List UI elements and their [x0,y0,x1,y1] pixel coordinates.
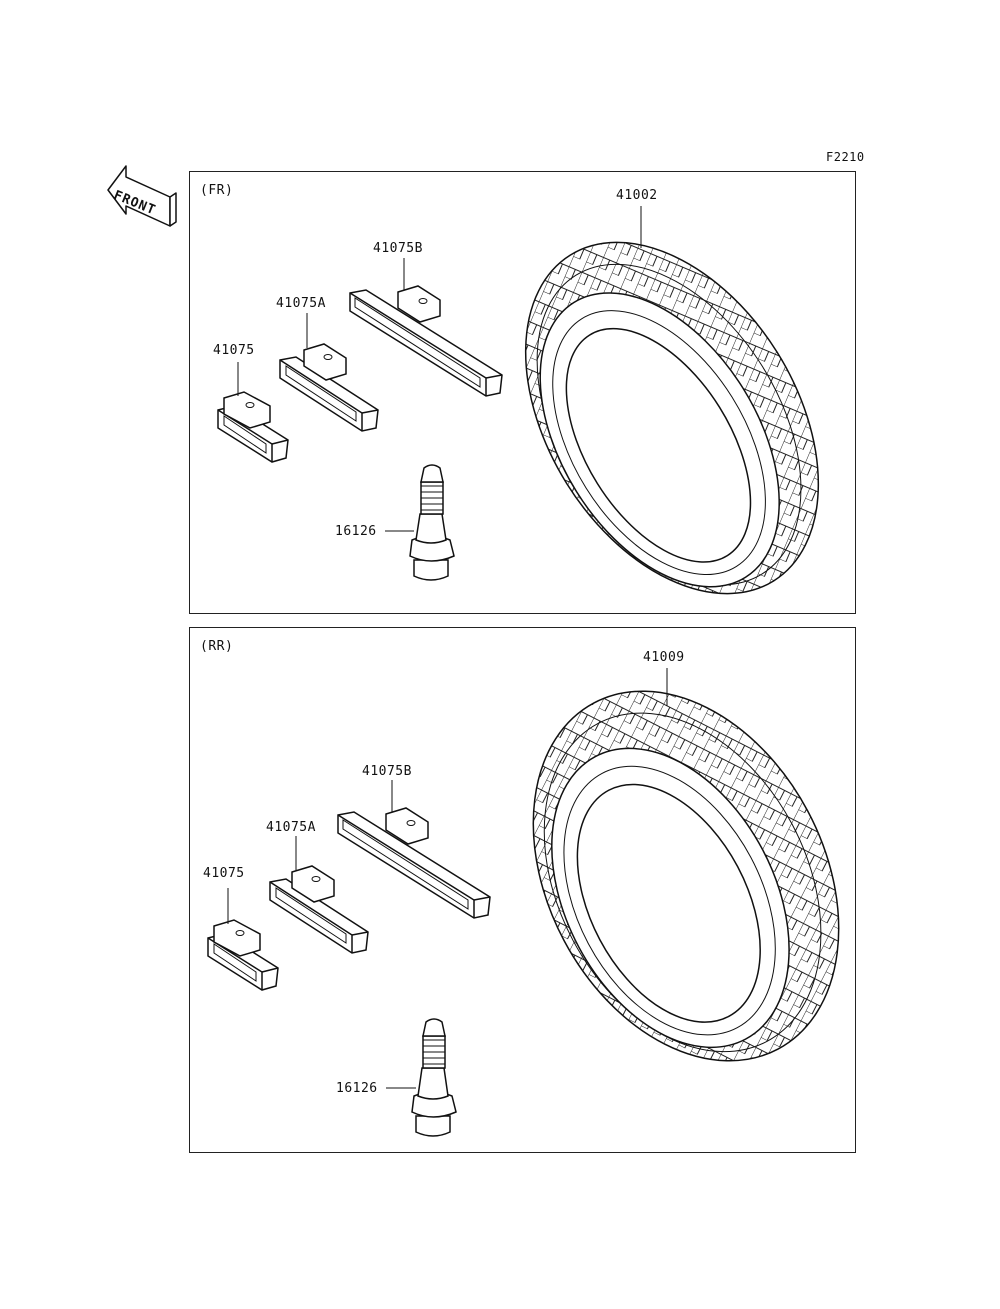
wheel-weight-a-icon [279,343,379,432]
part-number-tire-front: 41002 [616,188,658,203]
section-label-front: (FR) [200,183,234,198]
part-number-weight-rear: 41075 [203,866,245,881]
valve-rear-icon [411,1018,457,1137]
figure-code: F2210 [826,150,865,164]
part-number-valve-rear: 16126 [336,1081,378,1096]
rear-wheel-panel [189,627,856,1153]
valve-icon [409,464,455,581]
front-tire-icon [524,241,820,595]
part-number-weight-a-rear: 41075A [266,820,316,835]
part-number-weight-b-rear: 41075B [362,764,412,779]
part-number-valve-front: 16126 [335,524,377,539]
part-number-weight-front: 41075 [213,343,255,358]
front-wheel-panel [189,171,856,614]
wheel-weight-b-icon [349,285,503,397]
part-number-weight-b-front: 41075B [373,241,423,256]
wheel-weight-rear-icon [207,919,279,991]
rear-tire-icon [532,690,840,1062]
wheel-weight-a-rear-icon [269,865,369,954]
part-number-tire-rear: 41009 [643,650,685,665]
part-number-weight-a-front: 41075A [276,296,326,311]
section-label-rear: (RR) [200,639,234,654]
wheel-weight-b-rear-icon [337,807,491,919]
wheel-weight-icon [217,391,289,463]
